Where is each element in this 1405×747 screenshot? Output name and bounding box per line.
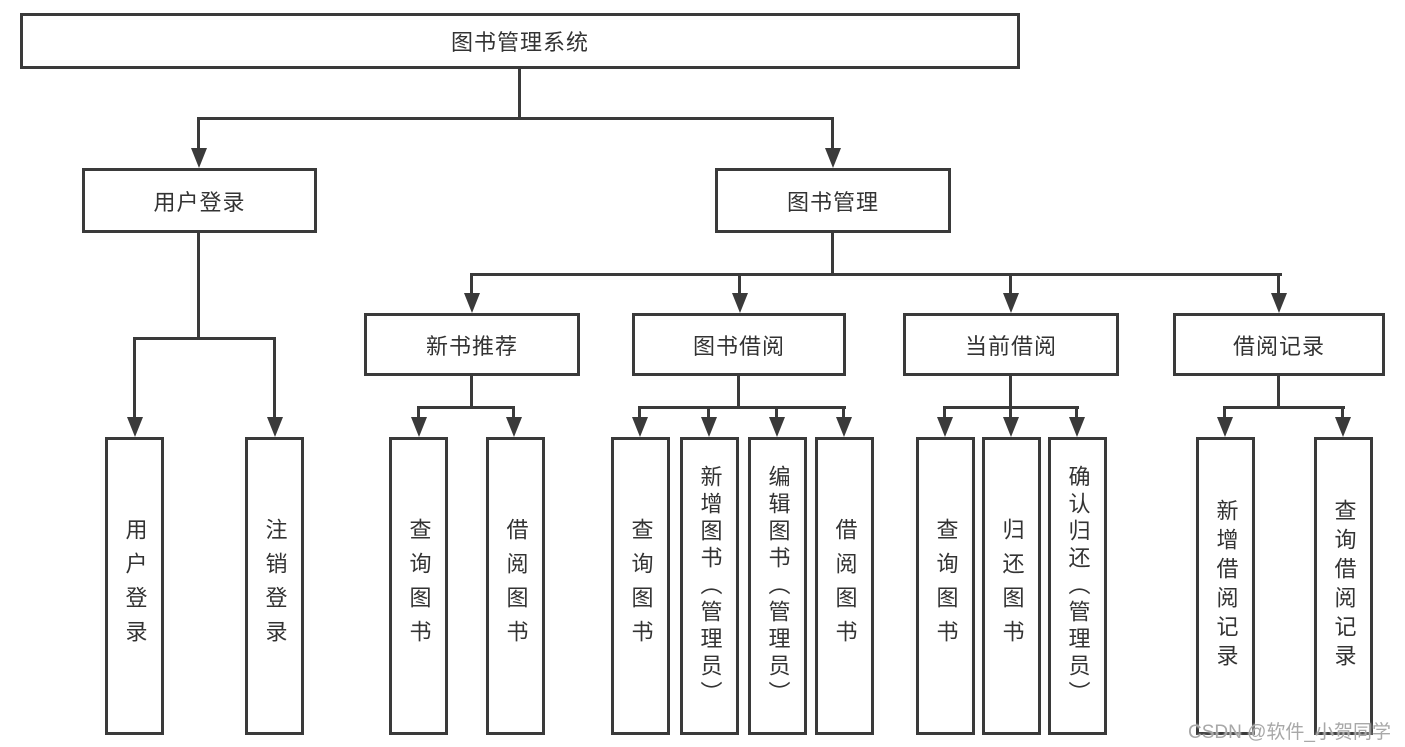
arrowhead-icon — [1217, 417, 1233, 437]
connector-drop-leaf-logout — [273, 337, 276, 419]
connector-new-book-branch — [417, 406, 515, 409]
leaf-query-book-current: 查询图书 — [916, 437, 975, 735]
connector-drop — [417, 406, 420, 420]
node-label: 当前借阅 — [964, 333, 1057, 359]
connector-drop — [775, 406, 778, 420]
connector-drop — [638, 406, 641, 420]
arrowhead-icon — [506, 417, 522, 437]
arrowhead-icon — [1069, 417, 1085, 437]
arrowhead-icon — [127, 417, 143, 437]
node-label: 图书管理系统 — [450, 30, 589, 55]
connector-current-borrow-stem — [1009, 376, 1012, 406]
connector-drop-book-borrow — [738, 273, 741, 295]
node-label: 查询图书 — [628, 518, 654, 654]
arrowhead-icon — [464, 293, 480, 313]
node-label: 用户登录 — [153, 189, 246, 215]
connector-borrow-records-branch — [1223, 406, 1345, 409]
connector-drop-book-management — [831, 117, 834, 150]
connector-book-mgmt-stem — [831, 233, 834, 273]
arrowhead-icon — [701, 417, 717, 437]
node-label: 新书推荐 — [425, 333, 518, 359]
node-label: 新增图书（管理员） — [697, 464, 723, 708]
connector-drop-user-login — [197, 117, 200, 150]
node-label: 图书管理 — [786, 189, 879, 215]
connector-drop — [512, 406, 515, 420]
arrowhead-icon — [836, 417, 852, 437]
node-label: 确认归还（管理员） — [1065, 464, 1091, 708]
node-label: 新增借阅记录 — [1213, 499, 1239, 673]
csdn-watermark: CSDN @软件_小贺同学 — [1188, 722, 1391, 743]
node-new-book-recommend: 新书推荐 — [364, 313, 580, 376]
arrowhead-icon — [1271, 293, 1287, 313]
node-label: 归还图书 — [999, 518, 1025, 654]
arrowhead-icon — [1003, 293, 1019, 313]
leaf-confirm-return-admin: 确认归还（管理员） — [1048, 437, 1107, 735]
leaf-logout: 注销登录 — [245, 437, 304, 735]
leaf-add-book-admin: 新增图书（管理员） — [680, 437, 739, 735]
connector-drop-leaf-login — [133, 337, 136, 419]
connector-drop — [1223, 406, 1226, 420]
node-label: 借阅图书 — [503, 518, 529, 654]
node-borrow-records: 借阅记录 — [1173, 313, 1385, 376]
connector-root-branch — [197, 117, 834, 120]
arrowhead-icon — [1003, 417, 1019, 437]
connector-user-login-branch — [133, 337, 276, 340]
arrowhead-icon — [825, 148, 841, 168]
node-label: 查询图书 — [406, 518, 432, 654]
arrowhead-icon — [411, 417, 427, 437]
arrowhead-icon — [769, 417, 785, 437]
connector-book-borrow-branch — [638, 406, 846, 409]
connector-root-stem — [518, 69, 521, 117]
leaf-query-borrow-record: 查询借阅记录 — [1314, 437, 1373, 735]
connector-drop-borrow-records — [1277, 273, 1280, 295]
connector-drop — [943, 406, 946, 420]
node-label: 注销登录 — [262, 518, 288, 654]
connector-book-borrow-stem — [737, 376, 740, 406]
connector-new-book-stem — [470, 376, 473, 406]
connector-borrow-records-stem — [1277, 376, 1280, 406]
connector-drop — [842, 406, 845, 420]
arrowhead-icon — [191, 148, 207, 168]
leaf-query-book-borrow: 查询图书 — [611, 437, 670, 735]
node-label: 用户登录 — [122, 518, 148, 654]
connector-book-mgmt-branch — [470, 273, 1282, 276]
leaf-add-borrow-record: 新增借阅记录 — [1196, 437, 1255, 735]
arrowhead-icon — [937, 417, 953, 437]
node-label: 编辑图书（管理员） — [765, 464, 791, 708]
arrowhead-icon — [632, 417, 648, 437]
node-label: 查询借阅记录 — [1331, 499, 1357, 673]
node-current-borrow: 当前借阅 — [903, 313, 1119, 376]
connector-drop — [707, 406, 710, 420]
node-book-management: 图书管理 — [715, 168, 951, 233]
leaf-edit-book-admin: 编辑图书（管理员） — [748, 437, 807, 735]
leaf-borrow-book-recommend: 借阅图书 — [486, 437, 545, 735]
node-label: 查询图书 — [933, 518, 959, 654]
leaf-user-login: 用户登录 — [105, 437, 164, 735]
arrowhead-icon — [732, 293, 748, 313]
node-label: 图书借阅 — [692, 333, 785, 359]
node-book-borrow: 图书借阅 — [632, 313, 846, 376]
connector-user-login-stem — [197, 233, 200, 337]
leaf-query-book-recommend: 查询图书 — [389, 437, 448, 735]
connector-drop — [1075, 406, 1078, 420]
leaf-borrow-book: 借阅图书 — [815, 437, 874, 735]
connector-drop-current-borrow — [1009, 273, 1012, 295]
connector-drop — [1341, 406, 1344, 420]
arrowhead-icon — [267, 417, 283, 437]
leaf-return-book: 归还图书 — [982, 437, 1041, 735]
node-label: 借阅记录 — [1232, 333, 1325, 359]
node-label: 借阅图书 — [832, 518, 858, 654]
connector-drop-new-book — [470, 273, 473, 295]
arrowhead-icon — [1335, 417, 1351, 437]
connector-drop — [1009, 406, 1012, 420]
node-user-login: 用户登录 — [82, 168, 317, 233]
node-system-root: 图书管理系统 — [20, 13, 1020, 69]
